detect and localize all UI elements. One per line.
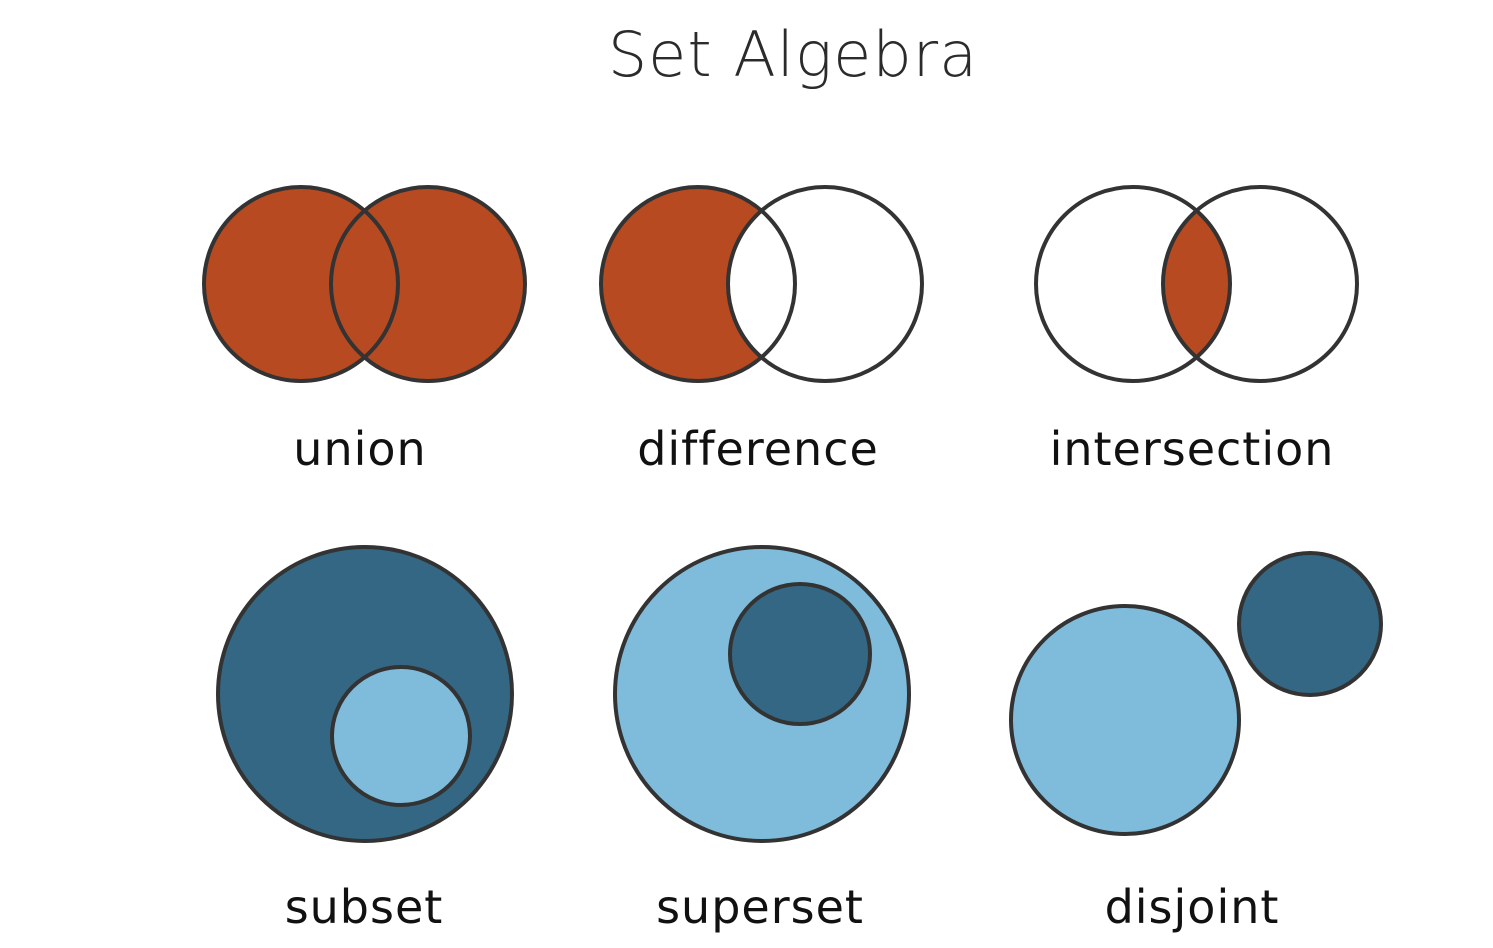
intersection-label: intersection bbox=[1049, 422, 1335, 476]
union-set-a-outline bbox=[202, 185, 400, 383]
disjoint-label: disjoint bbox=[1104, 880, 1280, 934]
disjoint-venn bbox=[1009, 551, 1383, 836]
intersection-overlap bbox=[1163, 187, 1230, 381]
intersection-set-b-outline bbox=[1161, 185, 1359, 383]
union-label: union bbox=[293, 422, 427, 476]
difference-label: difference bbox=[637, 422, 879, 476]
disjoint-set-b bbox=[1237, 551, 1383, 697]
union-venn bbox=[202, 185, 527, 383]
difference-set-a bbox=[601, 187, 795, 381]
superset-inner-set bbox=[728, 582, 872, 726]
page-title: Set Algebra bbox=[607, 18, 979, 91]
difference-venn bbox=[599, 185, 924, 383]
subset-inner-set bbox=[330, 665, 472, 807]
subset-label: subset bbox=[284, 880, 444, 934]
superset-label: superset bbox=[656, 880, 864, 934]
union-set-b bbox=[331, 187, 525, 381]
subset-venn bbox=[216, 545, 514, 843]
disjoint-set-a bbox=[1009, 604, 1241, 836]
difference-set-a-outline bbox=[599, 185, 797, 383]
union-set-b-outline bbox=[329, 185, 527, 383]
intersection-set-a-outline bbox=[1034, 185, 1232, 383]
difference-set-b-outline bbox=[726, 185, 924, 383]
intersection-venn bbox=[1034, 185, 1359, 383]
superset-venn bbox=[613, 545, 911, 843]
